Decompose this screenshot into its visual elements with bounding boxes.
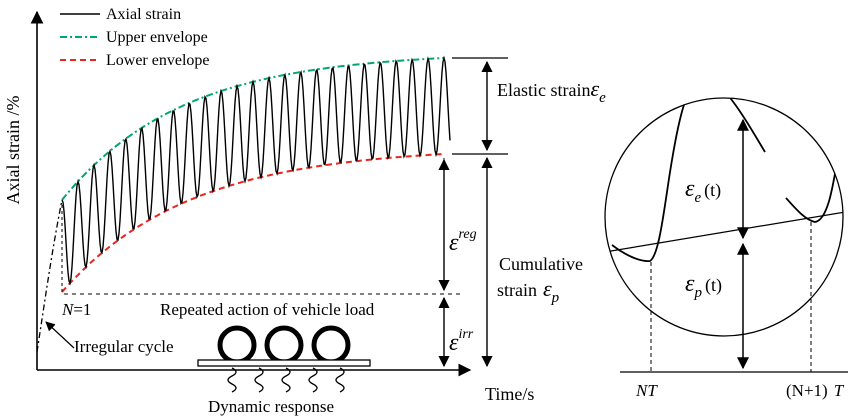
repeated-load-label: Repeated action of vehicle load (160, 300, 375, 319)
zoom-n1t-label: (N+1)T (786, 381, 845, 400)
legend-label-axial: Axial strain (106, 6, 181, 23)
x-axis-label: Time/s (485, 384, 534, 404)
vehicle-wheels-icon (197, 325, 371, 367)
zoom-nt-label: NT (635, 381, 658, 400)
dynamic-response-label: Dynamic response (208, 397, 334, 416)
axial-strain-curve (61, 55, 451, 286)
cumulative-strain-label-1: Cumulative (499, 254, 583, 274)
spring-response-icon (227, 367, 345, 393)
legend-label-lower: Lower envelope (106, 52, 210, 69)
irregular-cycle-curve (36, 199, 63, 353)
zoom-strain-curve-2 (785, 161, 838, 223)
lower-envelope (61, 153, 445, 293)
n1-label: N=1 (61, 300, 91, 319)
zoom-circle (604, 97, 844, 337)
reg-strain-label: εreg (449, 227, 477, 256)
legend-label-upper: Upper envelope (106, 29, 208, 46)
irr-strain-label: εirr (449, 327, 474, 356)
zoom-baseline (605, 211, 843, 253)
zoom-ee-label: εe(t) (685, 176, 721, 206)
legend: Axial strain Upper envelope Lower envelo… (60, 6, 210, 69)
elastic-strain-label: Elastic strainεe (497, 76, 606, 106)
irregular-cycle-arrow (45, 321, 75, 349)
zoom-strain-curve (611, 98, 766, 262)
zoom-ep-label: εp(t) (685, 271, 722, 301)
y-axis-label: Axial strain /% (3, 96, 23, 205)
irregular-cycle-label: Irregular cycle (74, 337, 174, 356)
